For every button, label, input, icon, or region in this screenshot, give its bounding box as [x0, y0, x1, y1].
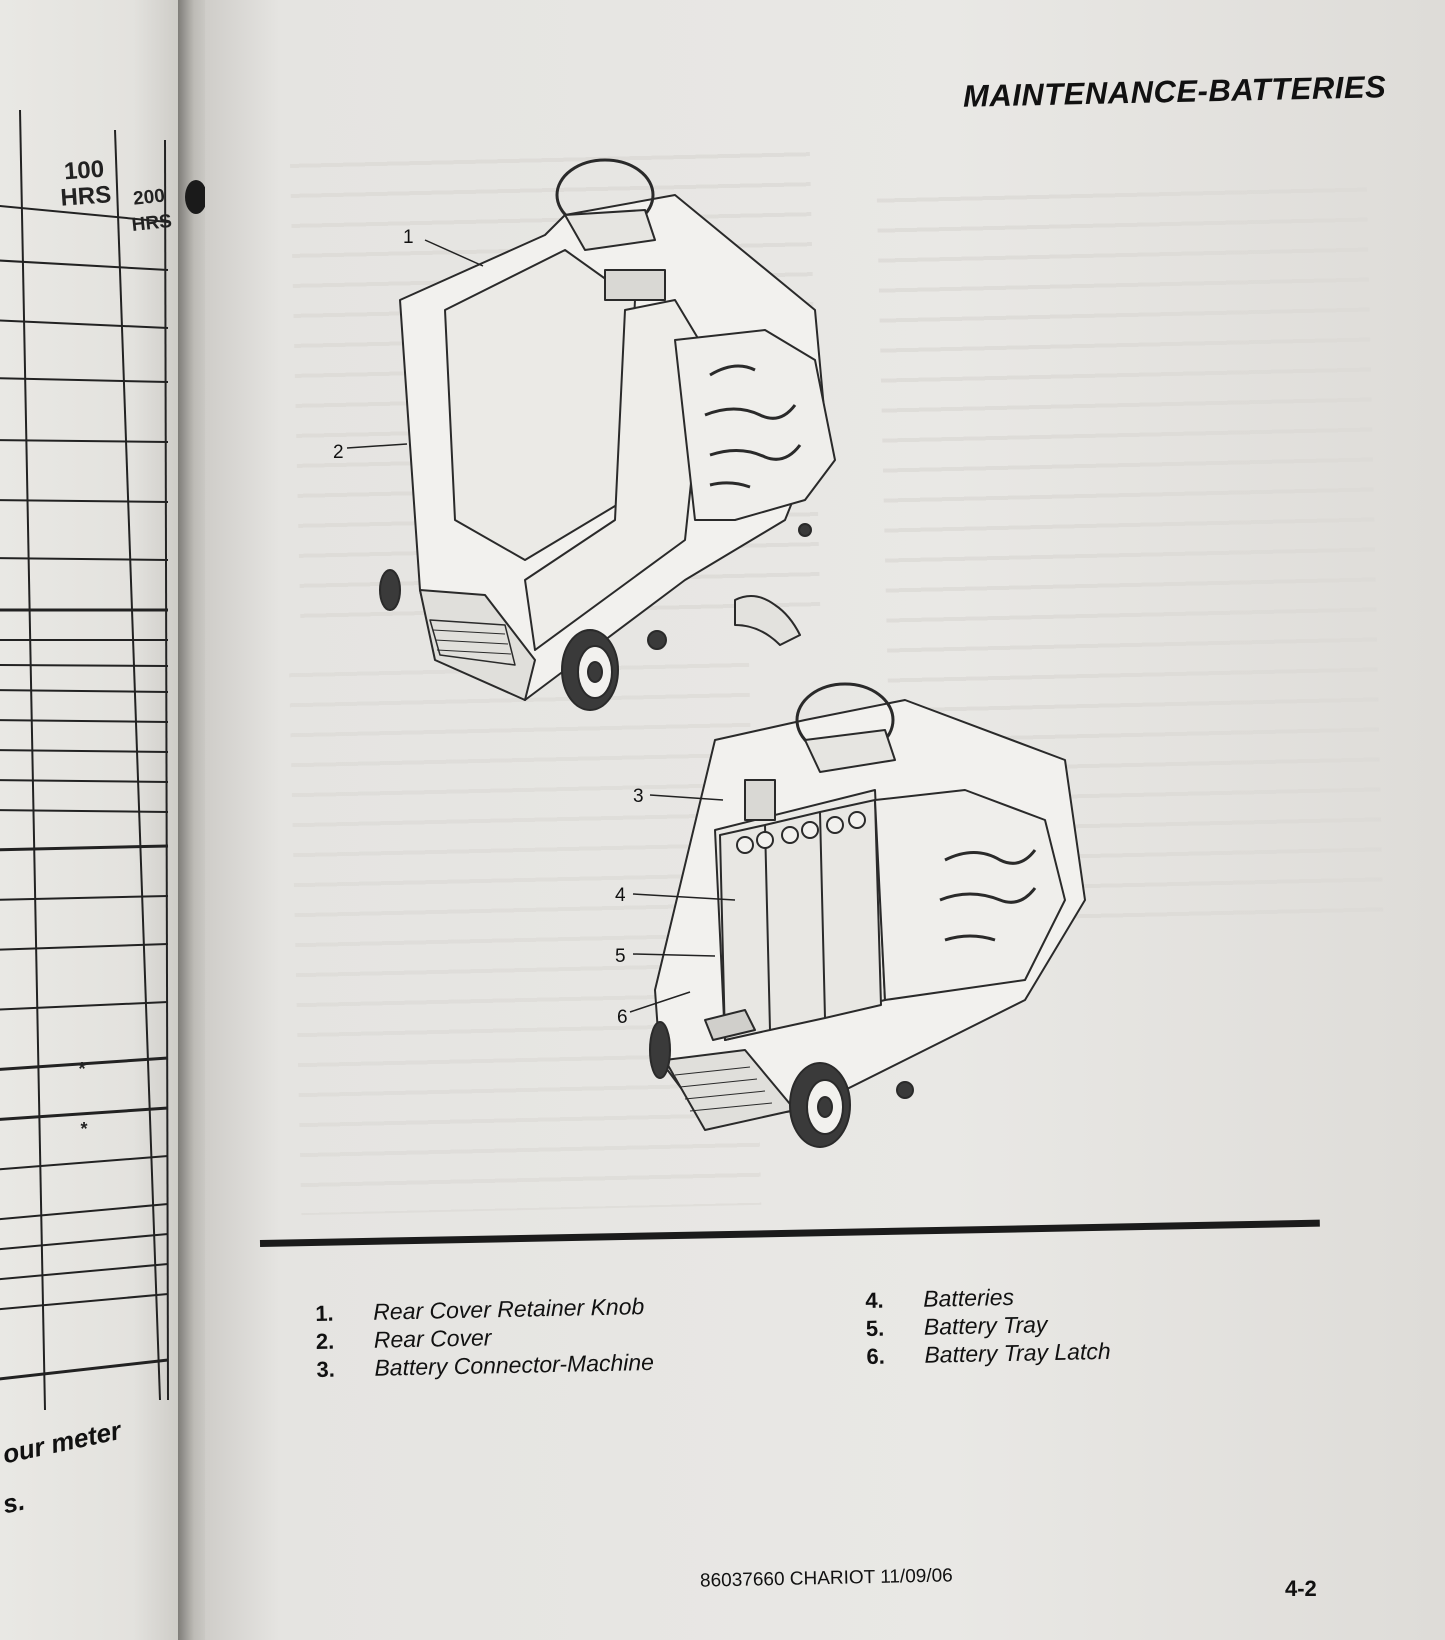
callout-number: 4 — [615, 885, 626, 906]
left-page-footer-text: our meter — [0, 1415, 124, 1470]
binder-ring — [185, 180, 207, 214]
machine-illustration: 1 2 3 4 — [333, 158, 1086, 1148]
legend-number: 3. — [316, 1356, 336, 1382]
legend-label: Rear Cover Retainer Knob — [372, 1293, 645, 1325]
parts-legend-left: 1. Rear Cover Retainer Knob 2. Rear Cove… — [315, 1293, 654, 1384]
callout-number: 2 — [333, 442, 344, 463]
machine-with-rear-cover — [379, 158, 836, 711]
legend-item: 6. Battery Tray Latch — [866, 1338, 1111, 1371]
legend-number: 1. — [315, 1300, 334, 1326]
legend-number: 5. — [865, 1315, 885, 1341]
legend-label: Rear Cover — [373, 1324, 492, 1353]
legend-label: Battery Tray Latch — [924, 1337, 1111, 1368]
legend-number: 2. — [315, 1328, 335, 1354]
left-page-footer-text: s. — [0, 1485, 28, 1520]
manual-page: MAINTENANCE-BATTERIES — [205, 0, 1445, 1640]
legend-label: Batteries — [922, 1283, 1015, 1312]
legend-number: 6. — [866, 1343, 886, 1369]
page-number: 4-2 — [1285, 1576, 1317, 1601]
left-facing-page: 100 HRS 200 HRS * * our meter s. — [0, 0, 190, 1640]
legend-label: Battery Tray — [923, 1311, 1048, 1340]
callout-number: 5 — [615, 946, 626, 967]
maintenance-schedule-table — [0, 110, 169, 1410]
machine-with-batteries-exposed — [649, 682, 1086, 1148]
legend-label: Battery Connector-Machine — [374, 1348, 655, 1381]
callout-number: 1 — [403, 227, 414, 248]
callout-number: 3 — [633, 786, 644, 807]
legend-number: 4. — [865, 1287, 884, 1313]
callout-number: 6 — [617, 1007, 628, 1028]
parts-legend-right: 4. Batteries 5. Battery Tray 6. Battery … — [865, 1282, 1111, 1371]
